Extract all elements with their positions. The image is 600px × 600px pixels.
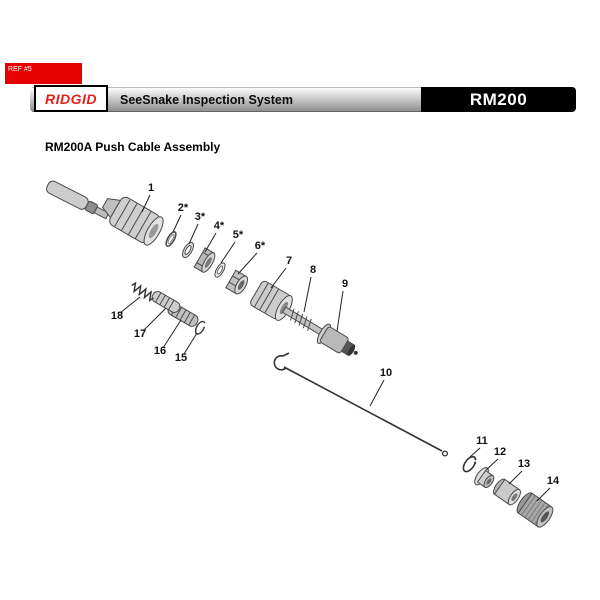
callout-8: 8 (310, 264, 316, 276)
part-3-washer (182, 241, 194, 259)
part-4-collet-nut (193, 247, 216, 273)
part-6-hex-nut (225, 269, 249, 295)
callout-18: 18 (111, 310, 123, 322)
push-cable-end (46, 180, 110, 220)
callout-12: 12 (494, 446, 506, 458)
callout-14: 14 (547, 475, 560, 487)
callout-9: 9 (342, 278, 348, 290)
callout-17: 17 (134, 328, 146, 340)
part-13-sleeve (493, 478, 521, 506)
model-number: RM200 (469, 89, 528, 109)
callout-3: 3* (195, 211, 206, 223)
part-2-oring (165, 231, 177, 247)
part-15-retaining-ring (194, 320, 206, 335)
callout-4: 4* (214, 220, 225, 232)
callout-2: 2* (178, 202, 189, 214)
part-11-retaining-clip (462, 455, 477, 473)
callout-7: 7 (286, 255, 292, 267)
ref-tag: REF #5 (5, 63, 82, 84)
part-18-spring (131, 281, 154, 302)
callout-5: 5* (233, 229, 244, 241)
part-12-flanged-bushing (474, 467, 495, 489)
part-8-spring-shaft (281, 306, 325, 336)
callout-1: 1 (148, 182, 154, 194)
part-14-knurled-cap (516, 492, 554, 528)
header-subtitle: SeeSnake Inspection System (120, 92, 293, 107)
section-title: RM200A Push Cable Assembly (45, 140, 221, 154)
callout-13: 13 (518, 458, 530, 470)
ridgid-logo: RIDGID (34, 85, 108, 112)
leader-lines (119, 194, 551, 502)
part-10-pull-cable (273, 352, 449, 457)
callout-11: 11 (476, 435, 488, 447)
callout-6: 6* (255, 240, 266, 252)
part-9-rear-connector (316, 323, 358, 357)
part-5-washer (214, 262, 226, 278)
callout-10: 10 (380, 367, 392, 379)
header-model-band: RM200 (421, 87, 576, 112)
part-1-connector-body (101, 196, 164, 246)
callout-15: 15 (175, 352, 187, 364)
brand-name: RIDGID (45, 90, 97, 107)
callout-16: 16 (154, 345, 166, 357)
part-17-clamp-half (151, 291, 181, 313)
